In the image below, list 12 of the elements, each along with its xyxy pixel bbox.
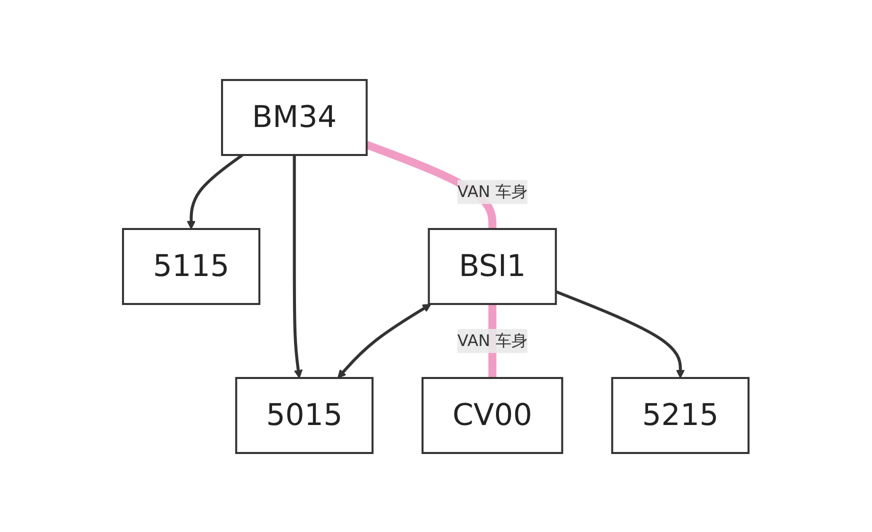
node-box: 5015 xyxy=(235,376,374,454)
node-box: BSI1 xyxy=(428,228,558,304)
arrow xyxy=(293,154,303,378)
edge-label: VAN 车身 xyxy=(458,330,528,350)
edge-label: VAN 车身 xyxy=(458,181,528,200)
arrow xyxy=(338,303,432,378)
node-box: 5215 xyxy=(611,376,750,454)
node-box: CV00 xyxy=(422,376,564,454)
arrow xyxy=(187,153,244,229)
node-box: BM34 xyxy=(221,78,368,156)
arrow xyxy=(556,290,685,378)
node-box: 5115 xyxy=(122,228,261,304)
